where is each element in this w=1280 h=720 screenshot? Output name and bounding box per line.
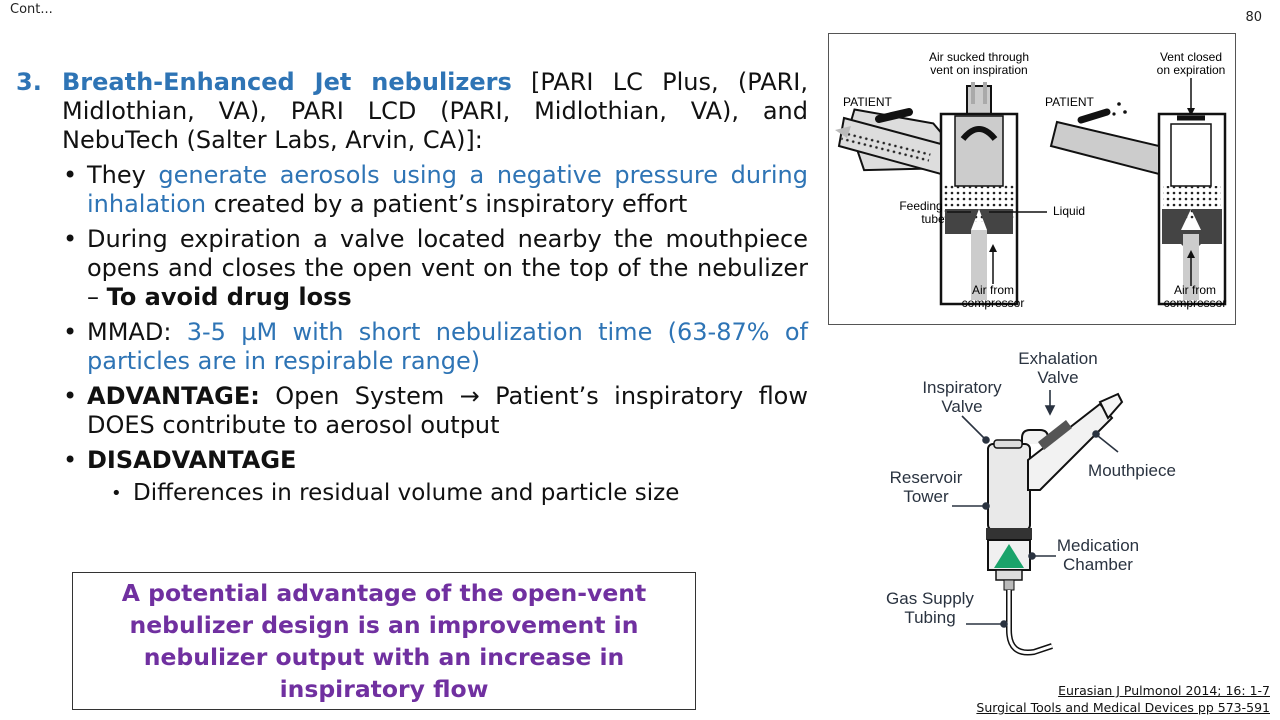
bullet-advantage: ADVANTAGE: Open System → Patient’s inspi…: [62, 382, 808, 440]
label-vent-closed: Vent closed: [1160, 50, 1222, 64]
bullet-mmad: MMAD: 3-5 µM with short nebulization tim…: [62, 318, 808, 376]
numbered-item: 3. Breath-Enhanced Jet nebulizers [PARI …: [16, 68, 808, 155]
label-feeding: Feeding: [899, 199, 942, 213]
device-diagram: Exhalation Valve Inspiratory Valve Mouth…: [886, 349, 1176, 656]
bullet-text: They: [87, 161, 159, 189]
label-exhalation-valve: Valve: [1037, 368, 1078, 387]
item-heading: Breath-Enhanced Jet nebulizers [PARI LC …: [62, 68, 808, 155]
sub-bullet-residual: Differences in residual volume and parti…: [109, 479, 808, 508]
label-inspiratory: Inspiratory: [922, 378, 1002, 397]
inspiration-unit: Air sucked through vent on inspiration P…: [835, 50, 1085, 310]
references: Eurasian J Pulmonol 2014; 16: 1-7 Surgic…: [976, 682, 1270, 716]
label-compressor-left: compressor: [962, 296, 1025, 310]
label-on-expiration: on expiration: [1157, 63, 1226, 77]
label-tube: tube: [921, 212, 945, 226]
item-title: Breath-Enhanced Jet nebulizers: [62, 68, 512, 96]
label-liquid: Liquid: [1053, 204, 1085, 218]
bullet-text: Open System → Patient’s inspiratory flow…: [87, 382, 808, 439]
bullet-list: They generate aerosols using a negative …: [16, 161, 808, 508]
label-exhalation: Exhalation: [1018, 349, 1097, 368]
label-gas-supply: Gas Supply: [886, 589, 974, 608]
label-patient-left: PATIENT: [843, 95, 893, 109]
label-inspiratory-valve: Valve: [941, 397, 982, 416]
page-number: 80: [1245, 10, 1262, 25]
label-tower: Tower: [903, 487, 949, 506]
bullet-emphasis: ADVANTAGE:: [87, 382, 260, 410]
bullet-highlight: 3-5 µM with short nebulization time (63-…: [87, 318, 808, 375]
bullet-text: MMAD:: [87, 318, 187, 346]
bullet-text: During expiration a valve located nearby…: [87, 225, 808, 311]
bullet-text: created by a patient’s inspiratory effor…: [206, 190, 688, 218]
label-air-sucked: Air sucked through: [929, 50, 1029, 64]
bullet-highlight: generate aerosols using a negative press…: [87, 161, 809, 218]
slide-body: 3. Breath-Enhanced Jet nebulizers [PARI …: [16, 68, 808, 514]
label-air-from-right: Air from: [1174, 283, 1216, 297]
bullet-expiration-valve: During expiration a valve located nearby…: [62, 225, 808, 312]
label-patient-right: PATIENT: [1045, 95, 1095, 109]
label-air-from-left: Air from: [972, 283, 1014, 297]
nebulizer-cross-section-figure: Air sucked through vent on inspiration P…: [828, 33, 1236, 325]
callout-box: A potential advantage of the open-vent n…: [72, 572, 696, 710]
sub-bullet-list: Differences in residual volume and parti…: [87, 479, 808, 508]
bullet-negative-pressure: They generate aerosols using a negative …: [62, 161, 808, 219]
reference-surgical-tools[interactable]: Surgical Tools and Medical Devices pp 57…: [976, 700, 1270, 715]
reference-eurasian[interactable]: Eurasian J Pulmonol 2014; 16: 1-7: [1058, 683, 1270, 698]
bullet-emphasis: To avoid drug loss: [106, 283, 352, 311]
label-medication: Medication: [1057, 536, 1139, 555]
continued-label: Cont...: [10, 2, 53, 17]
label-chamber: Chamber: [1063, 555, 1133, 574]
nebulizer-device-figure: Exhalation Valve Inspiratory Valve Mouth…: [880, 340, 1200, 670]
item-title-rest: [PARI LC Plus, (PARI, Midlothian, VA), P…: [62, 68, 808, 154]
bullet-emphasis: DISADVANTAGE: [87, 446, 297, 474]
label-compressor-right: compressor: [1164, 296, 1227, 310]
item-number: 3.: [16, 68, 42, 96]
label-mouthpiece: Mouthpiece: [1088, 461, 1176, 480]
bullet-disadvantage: DISADVANTAGE Differences in residual vol…: [62, 446, 808, 508]
label-tubing: Tubing: [904, 608, 955, 627]
cross-section-diagram: Air sucked through vent on inspiration P…: [835, 50, 1226, 310]
label-vent-inspiration: vent on inspiration: [930, 63, 1027, 77]
expiration-unit: Vent closed on expiration PATIENT Air fr…: [1045, 50, 1226, 310]
label-reservoir: Reservoir: [890, 468, 963, 487]
